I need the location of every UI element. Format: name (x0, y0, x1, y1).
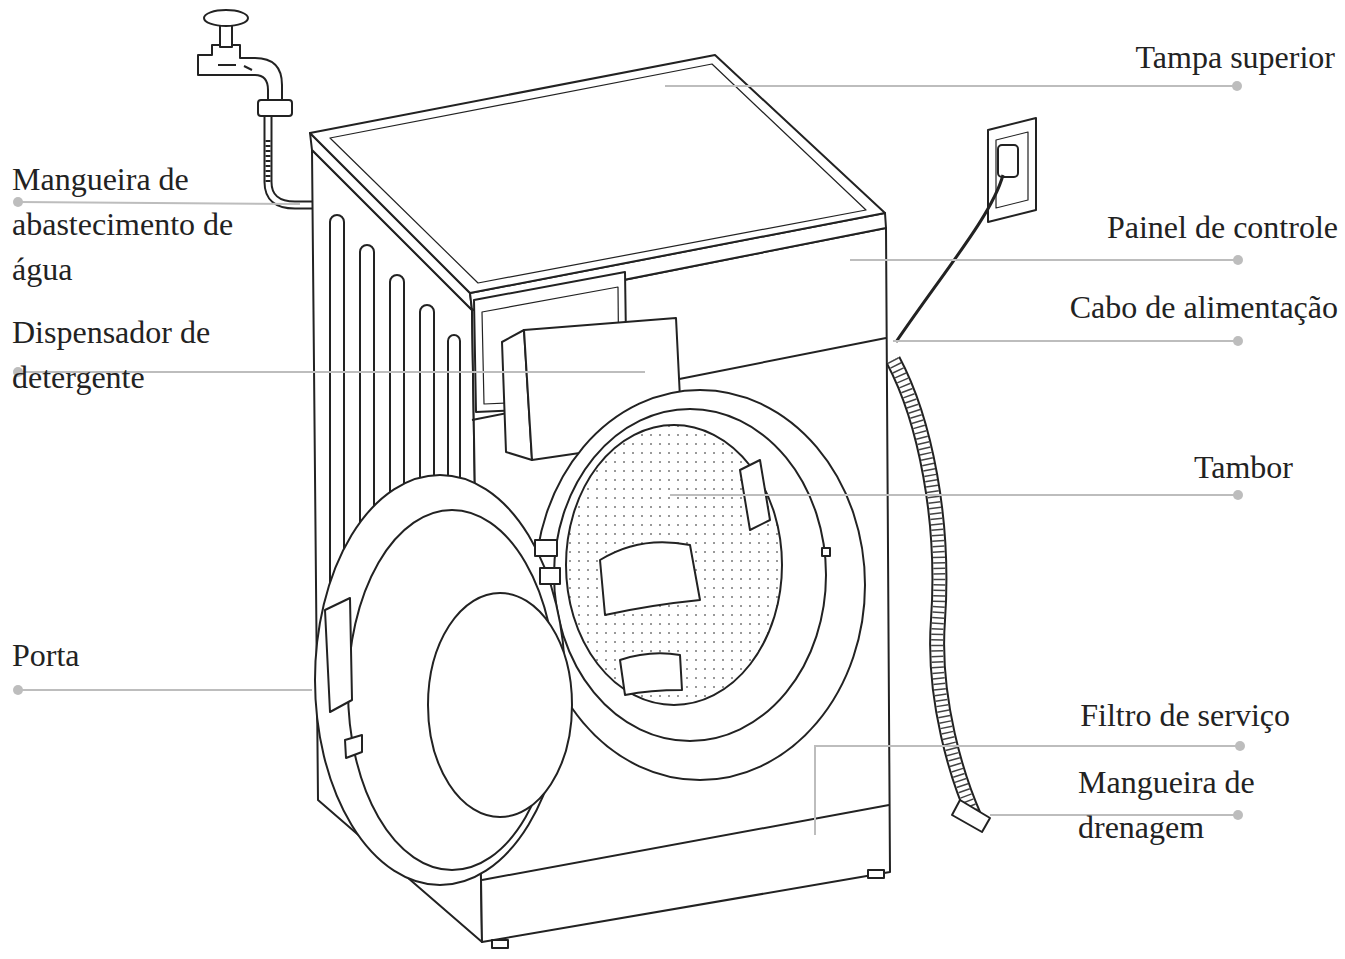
drum-front-ring (535, 390, 865, 780)
leader-dot (1233, 490, 1243, 500)
drum-gasket (554, 409, 826, 741)
top-cover (310, 55, 885, 293)
leader-line (665, 85, 1237, 87)
part-label: Porta (12, 633, 80, 678)
part-label: Cabo de alimentação (1070, 285, 1338, 330)
part-label: Painel de controle (1107, 205, 1338, 250)
supply-hose-rib (266, 140, 271, 185)
door-lock (822, 548, 830, 556)
part-label: Dispensador de detergente (12, 310, 257, 400)
drum-lifter (620, 653, 682, 695)
top-cover-inset (330, 64, 866, 283)
part-label: Filtro de serviço (1080, 693, 1290, 738)
leader-line (850, 259, 1238, 261)
leader-dot (13, 197, 23, 207)
supply-hose (268, 112, 314, 205)
filter-panel-line (482, 805, 889, 880)
door-latch (345, 735, 362, 758)
flow-arrow (218, 65, 252, 70)
foot (868, 870, 884, 878)
faucet-body (198, 45, 282, 100)
leader-dot (1232, 81, 1242, 91)
power-plug (998, 145, 1018, 177)
part-label: Mangueira de abastecimento de água (12, 157, 270, 292)
leader-dot (1233, 336, 1243, 346)
faucet-handle (204, 10, 248, 26)
door-hinge (535, 540, 557, 556)
leader-line (893, 340, 1238, 342)
drain-hose-ribs (893, 360, 975, 818)
drain-hose-body (893, 360, 975, 818)
drum (566, 425, 782, 705)
leader-dot (1233, 255, 1243, 265)
wall-outlet (988, 118, 1036, 222)
part-label: Tambor (1194, 445, 1293, 490)
leader-line (18, 202, 300, 204)
leader-dot (13, 685, 23, 695)
door-hinge (540, 568, 560, 584)
door-glass (428, 593, 572, 817)
foot (492, 940, 508, 948)
drain-hose-end (952, 800, 990, 832)
leader-line (670, 494, 1238, 496)
power-cord (896, 175, 1003, 342)
drum-lifter (600, 542, 700, 615)
drain-hose-outline (893, 360, 975, 818)
wall-outlet-inner (996, 132, 1028, 208)
door-handle (325, 598, 352, 712)
part-label: Mangueira de drenagem (1078, 760, 1293, 850)
leader-dot (1235, 741, 1245, 751)
supply-hose-inner (268, 112, 314, 205)
part-label: Tampa superior (1136, 35, 1335, 80)
leader-line (18, 689, 312, 691)
hose-nut (258, 100, 292, 116)
leader-dot (1233, 810, 1243, 820)
